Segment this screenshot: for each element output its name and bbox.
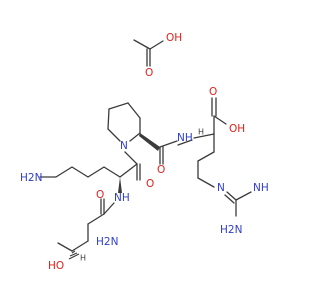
proline-ring: N bbox=[107, 102, 160, 152]
guan-nh2-label: NH bbox=[253, 182, 269, 194]
arginine-acid: O OH bbox=[209, 86, 245, 135]
threonine-residue: O H2N HO H bbox=[48, 189, 118, 272]
acetic-o-label: O bbox=[145, 67, 153, 79]
proline-n-label: N bbox=[120, 140, 128, 152]
guan-n-label: N bbox=[217, 182, 225, 194]
proline-carbonyl: O bbox=[157, 140, 178, 176]
acetic-acid: OH O bbox=[133, 32, 182, 79]
thr-oh-label: HO bbox=[48, 260, 64, 272]
guan-h2n-label: H2N bbox=[220, 224, 242, 236]
thr-co-o-label: O bbox=[96, 189, 104, 201]
lys-co-o-label: O bbox=[146, 178, 154, 190]
lysine-residue: O H2N NH bbox=[20, 151, 154, 204]
lys-nh-label: NH bbox=[114, 192, 130, 204]
amide-nh-label: NH bbox=[177, 132, 193, 144]
lys-amine-label: H2N bbox=[20, 172, 42, 184]
hash-bond bbox=[68, 250, 80, 260]
stereo-h2-label: H bbox=[80, 254, 86, 263]
stereo-h-label: H bbox=[198, 128, 204, 137]
proline-co-o-label: O bbox=[157, 164, 165, 176]
acid-o-label: O bbox=[209, 86, 217, 98]
structure-diagram: OH O O OH NH H N NH H2N bbox=[20, 32, 269, 272]
amide-nh-top: NH H bbox=[177, 128, 215, 146]
acetic-oh-label: OH bbox=[166, 32, 182, 44]
acid-oh-label: OH bbox=[229, 123, 245, 135]
molecule-canvas: OH O O OH NH H N NH H2N bbox=[20, 32, 269, 272]
arginine-side-chain: N NH H2N bbox=[197, 133, 269, 236]
thr-nh2-label: H2N bbox=[96, 236, 118, 248]
